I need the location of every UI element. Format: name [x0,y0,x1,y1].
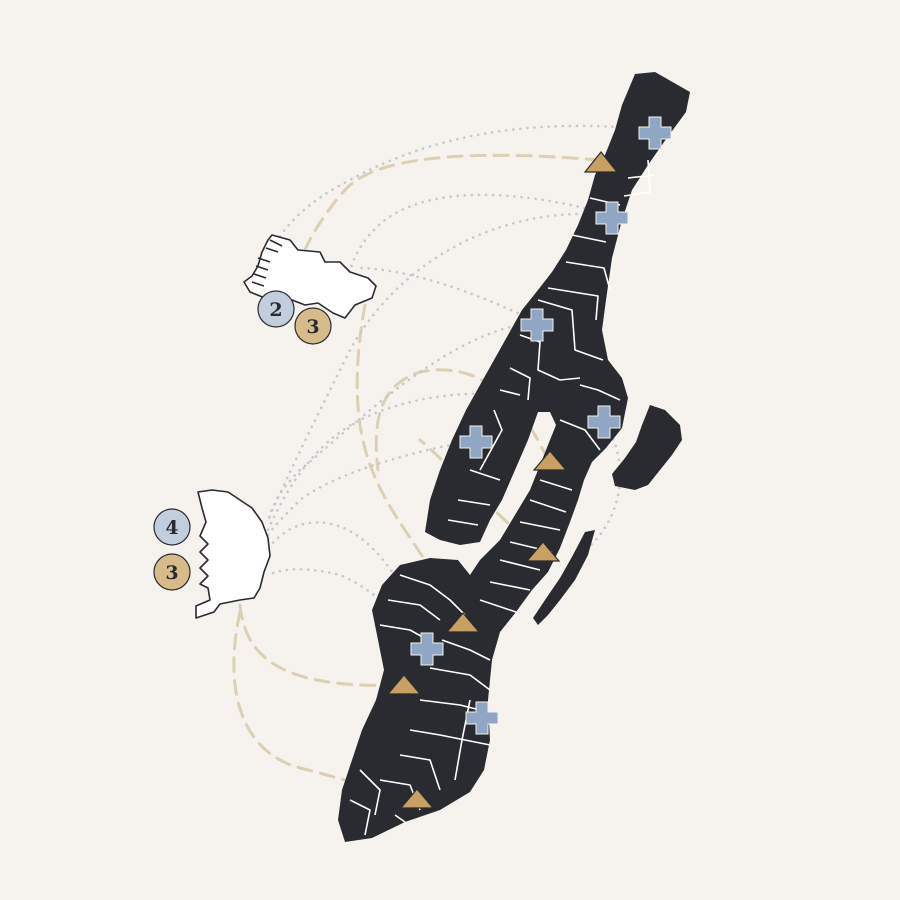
dotted-route [266,438,478,537]
badge-blue-count: 2 [269,299,282,321]
queens-island [612,405,682,490]
plus-cross-icon[interactable] [465,701,499,735]
triangle-icon[interactable] [399,788,435,809]
triangle-icon[interactable] [445,612,481,633]
badge-tan[interactable] [153,553,191,591]
dotted-route [266,567,484,718]
triangle-markers [386,151,619,809]
boundary [479,559,541,613]
dotted-route [266,320,539,524]
plus-cross-icon[interactable] [459,425,493,459]
lower-facility-badges: 4 3 [153,508,191,591]
dashed-route [418,438,545,554]
boundary [447,409,503,526]
badge-tan[interactable] [294,307,332,345]
boundary [537,287,604,361]
dashed-route [238,603,404,687]
dotted-route [266,521,429,650]
boundary [509,479,573,553]
dotted-route [266,392,606,532]
pier-lines [251,239,283,287]
plus-cross-icon[interactable] [638,116,672,150]
neighborhood-boundaries [349,159,656,836]
triangle-icon[interactable] [583,151,619,173]
badge-blue-count: 4 [165,517,178,539]
dotted-route [348,193,614,274]
boundary [349,769,406,836]
roosevelt-strip [533,530,595,625]
triangle-icon[interactable] [532,450,568,471]
triangle-icon[interactable] [386,674,422,695]
dotted-route [358,266,539,324]
badge-tan-count: 3 [165,562,178,584]
lower-facility-outline [195,489,271,619]
upper-facility [243,234,377,319]
plus-cross-icon[interactable] [410,632,444,666]
upper-facility-badges: 2 3 [257,290,332,345]
cross-markers [410,116,672,735]
badge-blue[interactable] [257,290,295,328]
plus-cross-icon[interactable] [520,308,554,342]
lower-facility [195,489,271,619]
boundary [623,159,656,197]
plus-cross-icon[interactable] [587,405,621,439]
manhattan-land [338,72,690,842]
dotted-routes [266,124,657,718]
upper-facility-outline [243,234,377,319]
boundary [559,384,621,451]
triangle-icon[interactable] [525,541,561,562]
dashed-route [303,153,602,252]
badge-tan-count: 3 [306,316,319,338]
badge-blue[interactable] [153,508,191,546]
plus-cross-icon[interactable] [595,201,629,235]
